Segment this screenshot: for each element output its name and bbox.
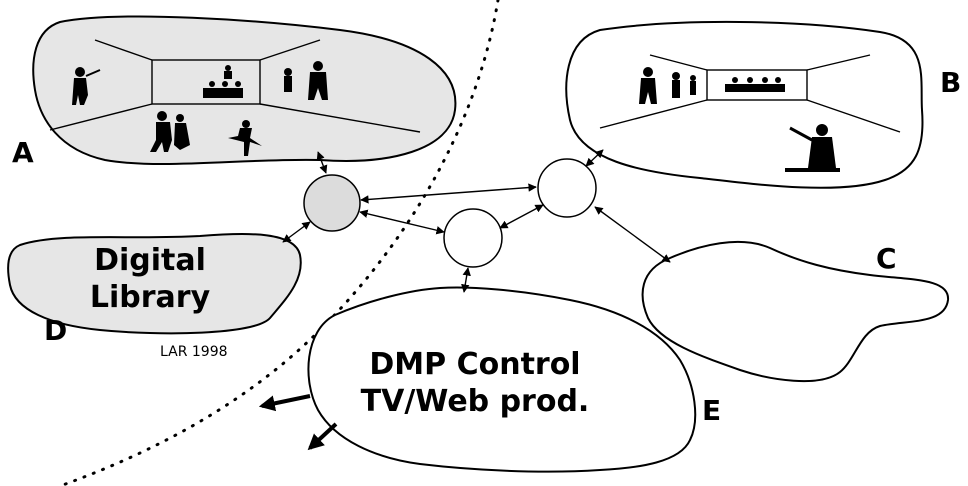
violinist-figure	[72, 67, 101, 105]
hub-node-bottom	[443, 208, 503, 268]
label-c: C	[876, 242, 897, 275]
orchestra-musicians-figure	[639, 67, 785, 104]
stage-ensemble-figure	[203, 65, 243, 98]
region-d-digital-library	[7, 233, 302, 335]
label-d: D	[44, 314, 67, 347]
credit-text: LAR 1998	[160, 344, 228, 360]
output-arrows	[258, 394, 338, 451]
region-e-dmp-control	[307, 286, 697, 473]
dmp-line2: TV/Web prod.	[361, 384, 590, 419]
region-c-blob	[641, 240, 950, 383]
arrow-hub-bottom-e	[461, 267, 471, 293]
dancing-couple-figure	[150, 111, 190, 152]
label-e: E	[702, 394, 721, 427]
label-b: B	[940, 66, 961, 99]
hub-node-right	[537, 158, 597, 218]
arrow-hub-left-hub-bottom	[359, 209, 445, 235]
dmp-line1: DMP Control	[369, 347, 580, 382]
label-a: A	[12, 136, 34, 169]
digital-library-line2: Library	[90, 280, 211, 315]
arrow-hub-left-hub-right	[360, 183, 537, 204]
output-arrow-down	[307, 422, 338, 451]
arrow-hub-right-c	[594, 206, 671, 263]
arrow-hub-right-hub-bottom	[499, 204, 544, 229]
conductor-figure	[785, 124, 840, 172]
region-a-hall	[32, 15, 457, 165]
musicians-figure	[284, 61, 328, 100]
arrow-a-hub-left	[316, 151, 328, 174]
connection-arrows	[282, 149, 671, 293]
arrow-hub-right-b	[585, 149, 604, 167]
hub-node-left	[303, 174, 361, 232]
ballet-dancer-figure	[228, 120, 262, 156]
region-b-orchestra	[565, 20, 924, 189]
digital-library-line1: Digital	[94, 243, 206, 278]
arrow-hub-left-d	[282, 221, 311, 243]
output-arrow-left	[258, 394, 311, 412]
